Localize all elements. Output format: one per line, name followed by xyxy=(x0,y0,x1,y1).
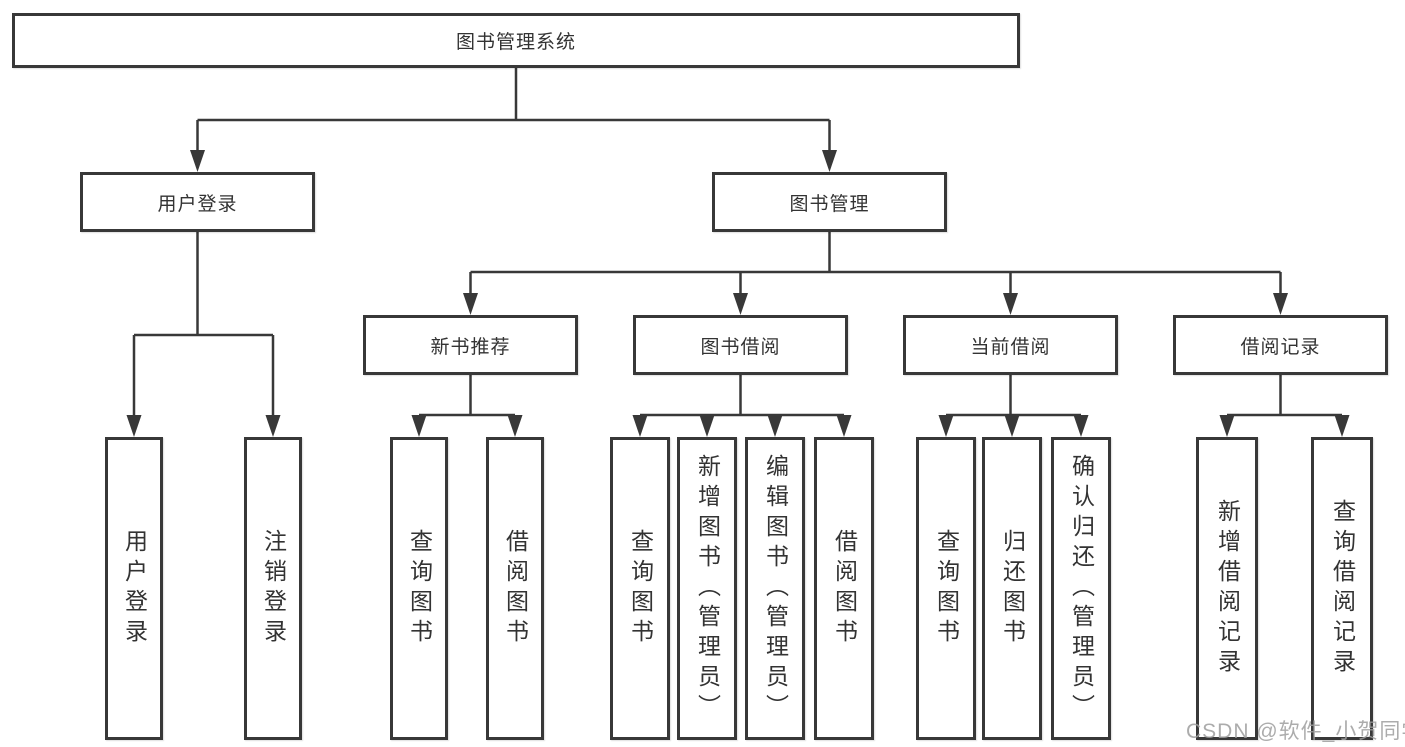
node-library-management-system: 图书管理系统 xyxy=(12,13,1020,68)
node-borrow-borrow-books-label: 借阅图书 xyxy=(831,528,858,649)
node-borrow-add-books-admin-label: 新增图书（管理员） xyxy=(694,453,721,724)
node-new-book-recommend: 新书推荐 xyxy=(363,315,578,375)
node-borrowing-records: 借阅记录 xyxy=(1173,315,1388,375)
node-records-add-record-label: 新增借阅记录 xyxy=(1214,498,1241,679)
node-user-login: 用户登录 xyxy=(80,172,315,232)
node-records-query-record: 查询借阅记录 xyxy=(1311,437,1373,740)
node-current-query-books: 查询图书 xyxy=(916,437,976,740)
node-current-query-books-label: 查询图书 xyxy=(933,528,960,649)
node-newrec-borrow-books-label: 借阅图书 xyxy=(502,528,529,649)
node-newrec-query-books: 查询图书 xyxy=(390,437,448,740)
node-records-query-record-label: 查询借阅记录 xyxy=(1329,498,1356,679)
node-borrow-borrow-books: 借阅图书 xyxy=(814,437,874,740)
node-newrec-borrow-books: 借阅图书 xyxy=(486,437,544,740)
node-borrow-add-books-admin: 新增图书（管理员） xyxy=(677,437,737,740)
node-book-management: 图书管理 xyxy=(712,172,947,232)
node-borrow-edit-books-admin-label: 编辑图书（管理员） xyxy=(762,453,789,724)
node-current-confirm-return-admin: 确认归还（管理员） xyxy=(1051,437,1111,740)
node-logout-leaf: 注销登录 xyxy=(244,437,302,740)
node-login-leaf: 用户登录 xyxy=(105,437,163,740)
node-book-borrowing: 图书借阅 xyxy=(633,315,848,375)
node-logout-leaf-label: 注销登录 xyxy=(260,528,287,649)
node-borrow-query-books: 查询图书 xyxy=(610,437,670,740)
node-current-return-books: 归还图书 xyxy=(982,437,1042,740)
node-records-add-record: 新增借阅记录 xyxy=(1196,437,1258,740)
csdn-watermark: CSDN @软件_小贺同学 xyxy=(1186,720,1405,743)
node-current-confirm-return-admin-label: 确认归还（管理员） xyxy=(1068,453,1095,724)
node-current-borrowing: 当前借阅 xyxy=(903,315,1118,375)
node-borrow-query-books-label: 查询图书 xyxy=(627,528,654,649)
node-login-leaf-label: 用户登录 xyxy=(121,528,148,649)
node-newrec-query-books-label: 查询图书 xyxy=(406,528,433,649)
node-borrow-edit-books-admin: 编辑图书（管理员） xyxy=(745,437,805,740)
node-current-return-books-label: 归还图书 xyxy=(999,528,1026,649)
